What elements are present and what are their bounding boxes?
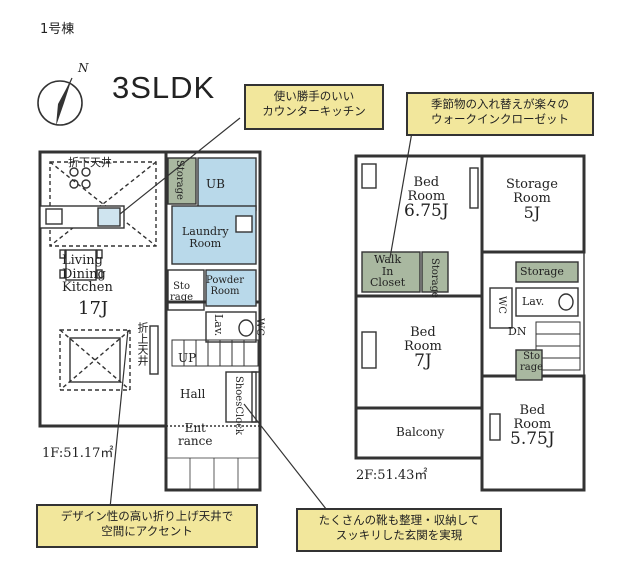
bed-room-2-label: Bed Room 7J	[404, 325, 442, 372]
ldk-label: Living Dining Kitchen	[62, 253, 113, 296]
first-floor-plan	[38, 150, 262, 492]
entrance-callout: たくさんの靴も整理・収納して スッキリした玄関を実現	[296, 508, 502, 552]
lav-label-2f: Lav.	[522, 295, 545, 308]
closet-callout: 季節物の入れ替えが楽々の ウォークインクローゼット	[406, 92, 594, 136]
first-floor-area: 1F:51.17㎡	[42, 446, 114, 461]
lav-label-1f: Lav.	[212, 314, 225, 337]
entrance-label: Ent rance	[178, 421, 213, 448]
shoes-clock-label: ShoesClock	[233, 376, 244, 435]
bed-room-1-label: Bed Room 6.75J	[404, 175, 449, 222]
storage-small-2f-label: Storage	[429, 258, 440, 298]
second-floor-plan	[354, 154, 586, 492]
ub-label: UB	[206, 177, 225, 191]
callout-pointers	[109, 117, 413, 515]
walk-in-closet-label: Walk In Closet	[370, 253, 406, 290]
wc-label-1f: WC	[254, 318, 265, 336]
bed-room-3-label: Bed Room 5.75J	[510, 403, 555, 450]
storage-room-label: Storage Room 5J	[506, 177, 558, 223]
balcony-label: Balcony	[396, 425, 445, 439]
second-floor-area: 2F:51.43㎡	[356, 468, 428, 483]
plan-title: 3SLDK	[112, 70, 216, 105]
powder-room-label: Powder Room	[206, 275, 245, 297]
storage-small-2f-b-label: Sto rage	[520, 351, 544, 373]
building-label: 1号棟	[40, 22, 75, 37]
wc-label-2f: WC	[496, 296, 507, 314]
storage-2f-label: Storage	[520, 265, 564, 278]
raised-ceiling-label: 折上天井	[136, 322, 149, 366]
kitchen-callout: 使い勝手のいい カウンターキッチン	[244, 84, 384, 130]
ceiling-callout: デザイン性の高い折り上げ天井で 空間にアクセント	[36, 504, 258, 548]
north-label: N	[78, 61, 89, 75]
ldk-size: 17J	[78, 298, 109, 319]
storage-label: Storage	[174, 160, 185, 200]
compass-icon	[37, 77, 83, 126]
dn-label: DN	[508, 325, 527, 338]
lowered-ceiling-label: 折下天井	[68, 156, 112, 169]
storage-small-label: Sto rage	[170, 281, 194, 303]
hall-label: Hall	[180, 387, 206, 401]
up-label: UP	[178, 351, 197, 365]
laundry-label: Laundry Room	[182, 225, 229, 250]
